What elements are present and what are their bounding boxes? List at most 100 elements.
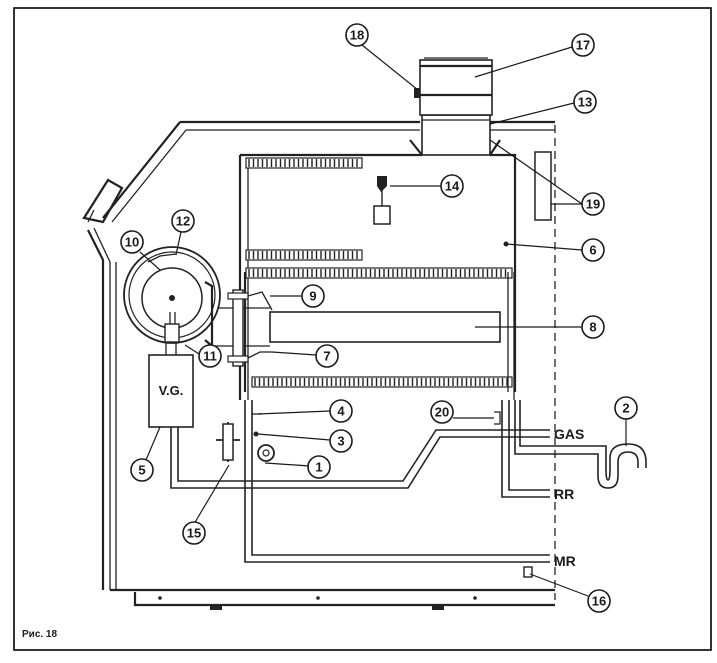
condensate-drain-inner <box>519 400 647 481</box>
callout-3: 3 <box>329 429 353 453</box>
callout-20-number: 20 <box>435 405 449 420</box>
base-plate <box>133 592 555 607</box>
flue-pipe <box>419 59 493 116</box>
leader-11 <box>184 344 200 355</box>
gas-valve-connector <box>165 342 177 355</box>
leader-19a <box>489 139 583 205</box>
leader-15 <box>193 464 230 525</box>
front-inner-wall <box>93 227 111 590</box>
fins-bottom-band <box>251 376 513 388</box>
flange-bolt-bottom <box>227 355 249 363</box>
front-outer-wall <box>87 229 105 590</box>
callout-7: 7 <box>315 344 339 368</box>
control-panel-edge <box>87 209 95 223</box>
callout-19: 19 <box>581 192 605 216</box>
combustion-chamber <box>269 311 501 343</box>
callout-8: 8 <box>581 315 605 339</box>
callout-5: 5 <box>130 458 154 482</box>
callout-1: 1 <box>307 455 331 479</box>
callout-6: 6 <box>581 238 605 262</box>
callout-13-number: 13 <box>578 95 592 110</box>
flange-bolt-top <box>227 292 249 300</box>
callout-9-number: 9 <box>309 289 316 304</box>
fan-top-bracket <box>147 253 177 263</box>
safety-thermostat-head <box>377 176 387 192</box>
ignition-electrode <box>247 291 273 311</box>
flue-pipe-bands <box>420 64 492 97</box>
callout-19-number: 19 <box>586 197 600 212</box>
callout-2: 2 <box>614 396 638 420</box>
callout-5-number: 5 <box>138 463 145 478</box>
callout-15: 15 <box>182 521 206 545</box>
callouts: 1 2 3 4 5 6 7 8 9 10 11 12 13 14 15 16 1… <box>120 23 638 613</box>
mr-pipe-inner <box>251 400 550 556</box>
base-rivet-3 <box>473 596 477 600</box>
fill-valve-body <box>222 423 234 461</box>
gas-valve-body <box>148 354 194 428</box>
air-pressure-tube <box>169 312 176 324</box>
fins-middle-band-1 <box>245 249 363 261</box>
leader-16 <box>529 573 589 597</box>
leader-13 <box>489 102 575 125</box>
base-rivet-1 <box>158 596 162 600</box>
pipework <box>170 400 647 578</box>
leader-6 <box>505 243 583 251</box>
callout-10: 10 <box>120 230 144 254</box>
fins-top-frame <box>245 157 363 169</box>
gas-valve-label: V.G. <box>159 383 184 398</box>
callout-12-number: 12 <box>176 214 190 229</box>
rr-label: RR <box>554 486 574 502</box>
callout-6-number: 6 <box>589 243 596 258</box>
leader-3 <box>257 433 331 441</box>
mr-label: MR <box>554 553 576 569</box>
gas-valve: V.G. <box>148 342 194 428</box>
drain-fitting <box>494 411 501 425</box>
heat-exchanger <box>212 151 552 400</box>
gas-pipe-outer <box>170 427 550 489</box>
drain-tap <box>523 566 533 578</box>
fins-middle-band-2 <box>245 267 513 279</box>
side-flue-plate <box>534 151 552 221</box>
leader-18 <box>361 44 419 91</box>
exchanger-top-outline <box>240 153 517 392</box>
circulation-pump-core <box>262 449 270 457</box>
fins-mid1-frame <box>245 249 363 261</box>
rr-pipe-outer <box>501 400 550 498</box>
callout-3-number: 3 <box>337 434 344 449</box>
callout-16: 16 <box>587 589 611 613</box>
callout-16-number: 16 <box>592 594 606 609</box>
callout-15-number: 15 <box>187 526 201 541</box>
leader-12 <box>175 231 182 256</box>
burner-flange <box>232 289 244 367</box>
gas-pipe-inner <box>177 427 550 482</box>
slanted-panel <box>102 121 181 219</box>
control-panel-box <box>82 178 124 224</box>
callout-11-number: 11 <box>203 349 217 364</box>
base-rivet-2 <box>316 596 320 600</box>
callout-4-number: 4 <box>337 404 345 419</box>
fins-bot-frame <box>251 376 513 388</box>
fan-hub <box>169 295 175 301</box>
pressure-sensor <box>253 431 259 437</box>
callout-12: 12 <box>171 209 195 233</box>
flue-outlet <box>409 57 501 156</box>
foot-left <box>210 605 222 610</box>
callout-14: 14 <box>440 174 464 198</box>
figure-caption: Рис. 18 <box>22 629 57 640</box>
callout-7-number: 7 <box>323 349 330 364</box>
callout-14-number: 14 <box>445 179 460 194</box>
callout-11: 11 <box>198 344 222 368</box>
air-pressure-switch <box>164 323 180 343</box>
leader-1 <box>264 462 311 467</box>
callout-1-number: 1 <box>315 460 322 475</box>
callout-17-number: 17 <box>576 38 590 53</box>
fins-top-band <box>245 157 363 169</box>
circulation-pump <box>257 444 275 462</box>
callout-17: 17 <box>571 33 595 57</box>
leader-17 <box>474 46 573 78</box>
flue-collector <box>421 114 491 156</box>
safety-thermostat-body <box>373 205 391 225</box>
leader-5 <box>145 426 161 461</box>
